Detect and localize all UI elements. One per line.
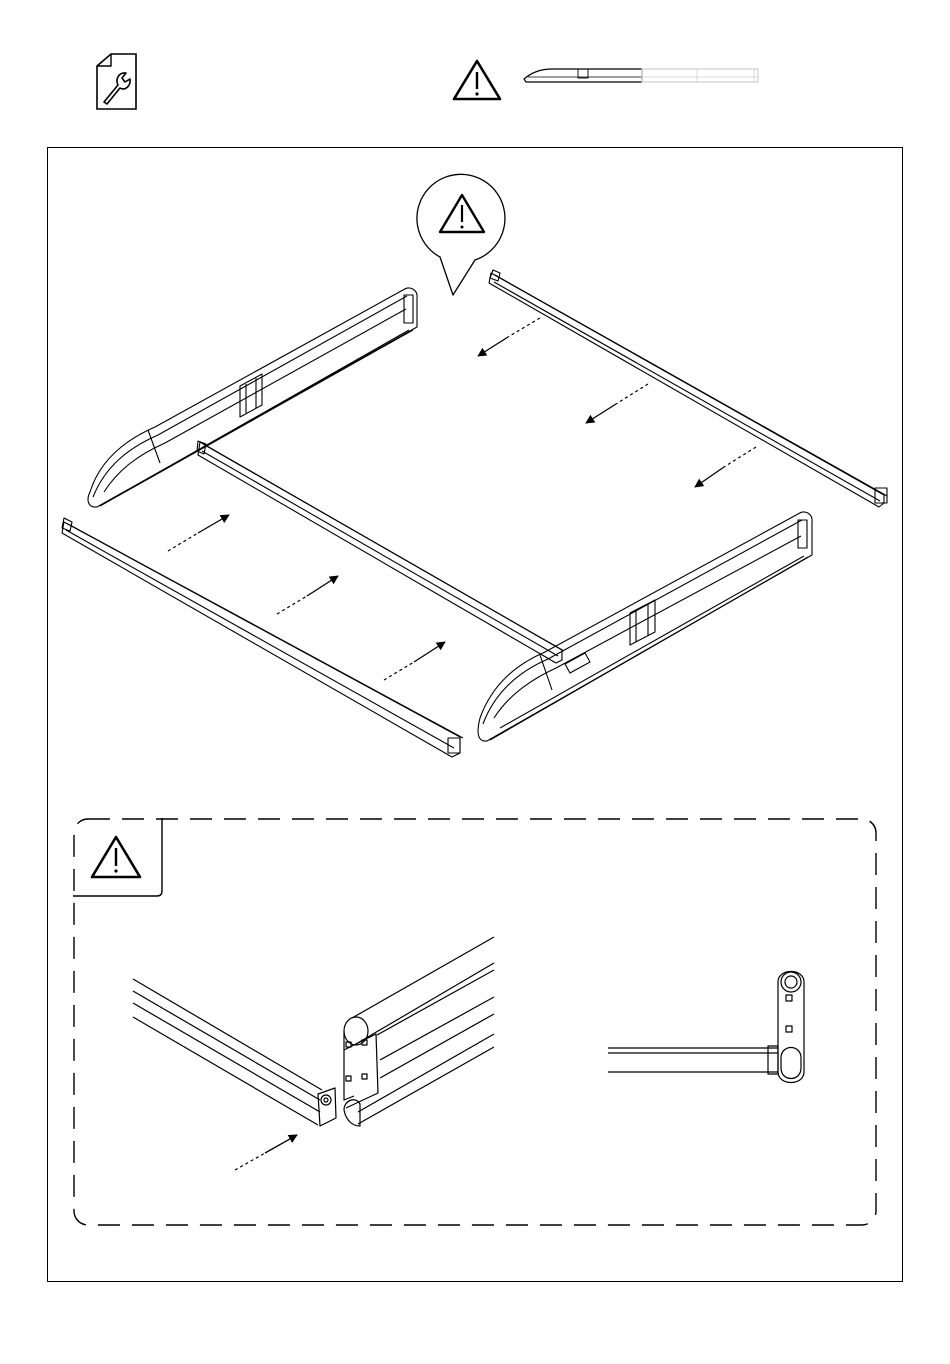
arrow-insert-front-2 <box>277 576 338 614</box>
arrow-insert-back-3 <box>695 447 756 487</box>
arrow-insert-front-3 <box>384 642 445 680</box>
joint-top-view <box>600 960 820 1090</box>
cross-bar-front <box>62 518 463 757</box>
warning-callout <box>417 174 505 295</box>
detail-warning-tab <box>73 818 163 896</box>
detail-warning-box <box>73 818 163 896</box>
joint-top-drawing <box>600 960 820 1090</box>
arrow-insert-back-2 <box>586 384 648 423</box>
warning-triangle-icon <box>92 837 140 877</box>
side-rail-left <box>88 288 417 507</box>
arrow-insert-front-1 <box>168 515 229 551</box>
cross-bar-middle <box>197 441 564 663</box>
cross-bar-back <box>489 270 887 507</box>
side-rail-right <box>478 512 812 741</box>
arrow-insert-back-1 <box>478 318 540 356</box>
